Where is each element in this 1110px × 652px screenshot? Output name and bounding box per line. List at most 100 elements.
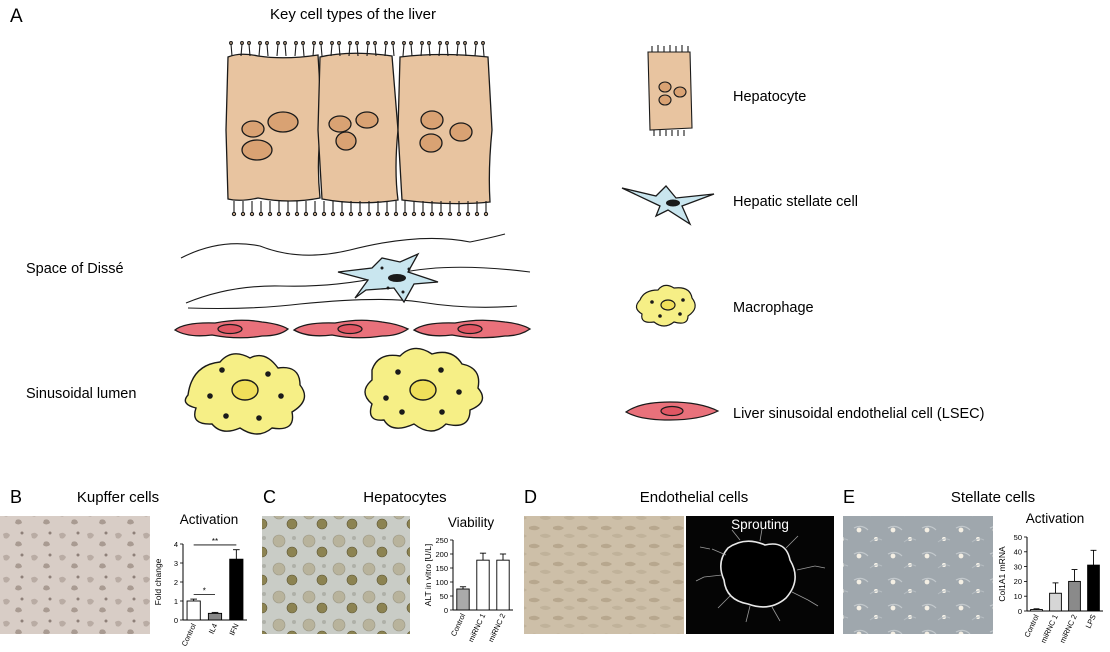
y-tick-label: 200 bbox=[435, 550, 448, 559]
microvillus-tip bbox=[411, 211, 417, 217]
microvillus-tip bbox=[319, 41, 323, 45]
microvillus-tip bbox=[348, 41, 352, 45]
microvillus bbox=[276, 43, 279, 57]
microvillus bbox=[446, 43, 449, 57]
microvillus bbox=[392, 43, 395, 57]
microvillus-tip bbox=[438, 211, 444, 217]
extracellular-matrix-fibres bbox=[180, 233, 531, 310]
panel-d-letter: D bbox=[524, 487, 537, 507]
microvillus-tip bbox=[357, 211, 363, 217]
microvillus-tip bbox=[375, 211, 381, 217]
x-tick-label: miRNC 1 bbox=[1039, 613, 1060, 644]
y-tick-label: 1 bbox=[174, 597, 178, 606]
microvillus-tip bbox=[463, 41, 467, 45]
microvillus-tip bbox=[276, 211, 282, 217]
microvillus-tip bbox=[447, 211, 453, 217]
x-tick-label: Control bbox=[180, 622, 199, 648]
panel-d-title: Endothelial cells bbox=[640, 489, 748, 506]
microvillus bbox=[420, 43, 423, 57]
y-tick-label: 30 bbox=[1014, 562, 1022, 571]
microvillus bbox=[374, 43, 377, 57]
microvillus bbox=[230, 43, 233, 57]
microvillus-tip bbox=[267, 211, 273, 217]
x-tick-label: miRNC 2 bbox=[1058, 613, 1079, 644]
microvillus-tip bbox=[294, 41, 298, 45]
microvillus bbox=[302, 43, 305, 57]
panel-b-chart-title: Activation bbox=[180, 512, 239, 527]
lsec-layer bbox=[173, 319, 532, 339]
microvillus bbox=[240, 43, 243, 57]
legend-lsec-label: Liver sinusoidal endothelial cell (LSEC) bbox=[733, 406, 984, 422]
microvillus-tip bbox=[384, 41, 388, 45]
y-tick-label: 50 bbox=[1014, 533, 1022, 542]
microvillus bbox=[438, 43, 441, 57]
legend-stellate-label: Hepatic stellate cell bbox=[733, 194, 858, 210]
microvillus bbox=[330, 43, 333, 57]
x-tick-label: LPS bbox=[1084, 613, 1098, 630]
y-tick-label: 150 bbox=[435, 564, 448, 573]
microvillus-tip bbox=[330, 41, 334, 45]
sprouting-label: Sprouting bbox=[731, 517, 789, 532]
microvillus-tip bbox=[445, 41, 449, 45]
bar-lps bbox=[1087, 564, 1100, 612]
hepatocytes-micrograph bbox=[262, 516, 410, 634]
microvillus-tip bbox=[339, 211, 345, 217]
microvillus bbox=[266, 43, 269, 57]
stellate-cells-micrograph bbox=[843, 516, 993, 634]
microvillus-tip bbox=[366, 211, 372, 217]
bar-mirnc-1 bbox=[1049, 592, 1062, 612]
microvillus-tip bbox=[483, 211, 489, 217]
legend-stellate-icon bbox=[621, 185, 715, 226]
x-tick-label: miRNC 2 bbox=[486, 612, 507, 643]
microvillus-tip bbox=[312, 41, 316, 45]
x-tick-label: IFN bbox=[227, 622, 240, 637]
microvillus-tip bbox=[285, 211, 291, 217]
significance-marker: ** bbox=[212, 537, 218, 546]
microvillus bbox=[348, 43, 351, 57]
microvillus bbox=[428, 43, 431, 57]
y-axis-label: Col1A1 mRNA bbox=[997, 546, 1007, 602]
microvillus-tip bbox=[321, 211, 327, 217]
microvillus-tip bbox=[258, 41, 262, 45]
microvillus-tip bbox=[247, 41, 251, 45]
panel-e-chart-title: Activation bbox=[1026, 511, 1085, 526]
microvillus-tip bbox=[384, 211, 390, 217]
microvillus bbox=[474, 43, 477, 57]
bar-mirnc-2 bbox=[1068, 580, 1081, 612]
microvillus-tip bbox=[249, 211, 255, 217]
bar-control bbox=[456, 588, 470, 611]
y-tick-label: 40 bbox=[1014, 548, 1022, 557]
microvillus-tip bbox=[420, 211, 426, 217]
legend-hepatocyte-icon bbox=[647, 45, 693, 136]
endothelial-cells-micrograph bbox=[524, 516, 684, 634]
bar-ifn bbox=[229, 558, 244, 621]
macrophage-cluster bbox=[184, 347, 484, 435]
microvillus bbox=[248, 43, 251, 57]
microvillus-tip bbox=[420, 41, 424, 45]
y-tick-label: 4 bbox=[174, 540, 178, 549]
bar-mirnc-1 bbox=[476, 559, 490, 611]
microvillus bbox=[410, 43, 413, 57]
microvillus bbox=[456, 43, 459, 57]
microvillus-tip bbox=[366, 41, 370, 45]
microvillus-tip bbox=[481, 41, 485, 45]
microvillus bbox=[312, 43, 315, 57]
microvillus-tip bbox=[348, 211, 354, 217]
microvillus bbox=[320, 43, 323, 57]
microvillus-tip bbox=[294, 211, 300, 217]
legend-macrophage-label: Macrophage bbox=[733, 300, 814, 316]
stellate-cell-diagram bbox=[337, 252, 439, 304]
panel-c-letter: C bbox=[263, 487, 276, 507]
microvillus bbox=[464, 43, 467, 57]
microvillus bbox=[482, 43, 485, 57]
microvillus bbox=[258, 43, 261, 57]
microvillus-tip bbox=[393, 211, 399, 217]
hepatocyte-microvilli-bottom bbox=[231, 201, 489, 217]
x-tick-label: IL4 bbox=[207, 622, 220, 635]
microvillus bbox=[284, 43, 287, 57]
microvillus-tip bbox=[337, 41, 341, 45]
y-tick-label: 0 bbox=[1018, 607, 1022, 616]
microvillus-tip bbox=[402, 41, 406, 45]
